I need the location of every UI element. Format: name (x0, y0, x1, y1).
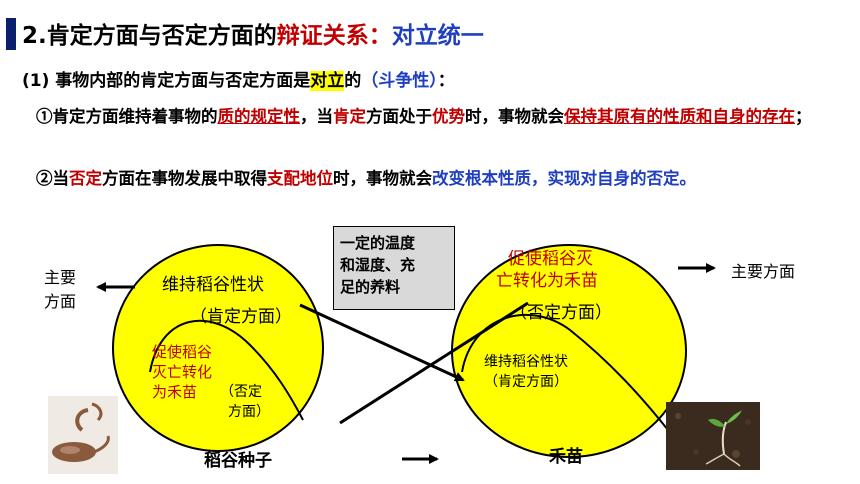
title-part1: 肯定方面与否定方面的 (46, 23, 277, 49)
point1-g: 时，事物就会 (465, 107, 564, 126)
point2-d: 支配地位 (267, 169, 333, 188)
condition-line3: 足的养料 (340, 278, 401, 296)
point1-c: ，当 (300, 107, 333, 126)
point1-d: 肯定 (333, 107, 366, 126)
right-circle (451, 244, 687, 458)
right-red-line1: 促使稻谷灭 (508, 249, 593, 269)
subheading-mid: 的 (344, 71, 362, 91)
point2-a: ②当 (36, 169, 69, 188)
point2-e: 时，事物就会 (333, 169, 432, 188)
point1-h: 保持其原有的性质和自身的存在 (564, 107, 795, 126)
point2-b: 否定 (69, 169, 102, 188)
point1-f: 优势 (432, 107, 465, 126)
right-main-aspect-label: 主要方面 (731, 262, 796, 281)
condition-line2: 和湿度、充 (340, 256, 416, 274)
subheading-highlight: 对立 (310, 71, 345, 91)
point1-b: 质的规定性 (217, 107, 301, 126)
left-neg-line2: 方面） (228, 404, 270, 420)
title-part2: 辩证关系： (276, 23, 392, 49)
right-red-line2: 亡转化为禾苗 (496, 271, 598, 291)
left-red-line3: 为禾苗 (152, 383, 198, 401)
left-red-line1: 促使稻谷 (152, 343, 213, 361)
right-inner-line1: 维持稻谷性状 (484, 354, 568, 370)
point-1: ①肯定方面维持着事物的质的规定性，当肯定方面处于优势时，事物就会保持其原有的性质… (36, 102, 826, 132)
left-neg-line1: （否定 (220, 384, 262, 400)
point1-i: ； (795, 107, 812, 126)
subheading-paren: （斗争性） (361, 71, 438, 91)
seedling-label: 禾苗 (549, 447, 583, 467)
condition-box: 一定的温度 和湿度、充 足的养料 (333, 226, 455, 310)
left-main-aspect-label: 主要 方面 (44, 266, 76, 314)
right-circle-negation: （否定方面） (510, 303, 612, 323)
point1-e: 方面处于 (366, 107, 432, 126)
point2-f: 改变根本性质，实现对自身的否定。 (432, 169, 696, 188)
left-circle-red-text: 促使稻谷 灭亡转化 为禾苗 (152, 342, 212, 402)
right-circle-red-text: 促使稻谷灭 亡转化为禾苗 (496, 248, 598, 292)
rice-seed-image (48, 396, 118, 474)
left-circle-negation: （否定 方面） (220, 382, 270, 422)
seed-label: 稻谷种子 (204, 451, 272, 471)
left-main-aspect-line2: 方面 (44, 292, 77, 311)
page-title: 2.肯定方面与否定方面的辩证关系：对立统一 (22, 16, 484, 50)
point-2: ②当否定方面在事物发展中取得支配地位时，事物就会改变根本性质，实现对自身的否定。 (36, 164, 826, 194)
left-circle-title: 维持稻谷性状 (162, 275, 264, 295)
point2-c: 方面在事物发展中取得 (102, 169, 267, 188)
left-red-line2: 灭亡转化 (152, 363, 213, 381)
title-number: 2. (22, 23, 47, 49)
left-circle-affirm: （肯定方面） (190, 307, 292, 327)
subheading: (1) 事物内部的肯定方面与否定方面是对立的（斗争性）： (22, 66, 455, 91)
subheading-prefix: (1) 事物内部的肯定方面与否定方面是 (22, 71, 311, 91)
title-accent-bar (6, 18, 16, 50)
left-circle (112, 244, 324, 452)
condition-line1: 一定的温度 (340, 234, 416, 252)
left-main-aspect-line1: 主要 (44, 268, 77, 287)
subheading-colon: ： (437, 71, 455, 91)
title-part3: 对立统一 (391, 23, 484, 49)
seedling-image (666, 402, 760, 470)
right-inner-line2: （肯定方面） (484, 374, 568, 390)
right-circle-inner: 维持稻谷性状 （肯定方面） (484, 352, 568, 392)
point1-a: ①肯定方面维持着事物的 (36, 107, 218, 126)
